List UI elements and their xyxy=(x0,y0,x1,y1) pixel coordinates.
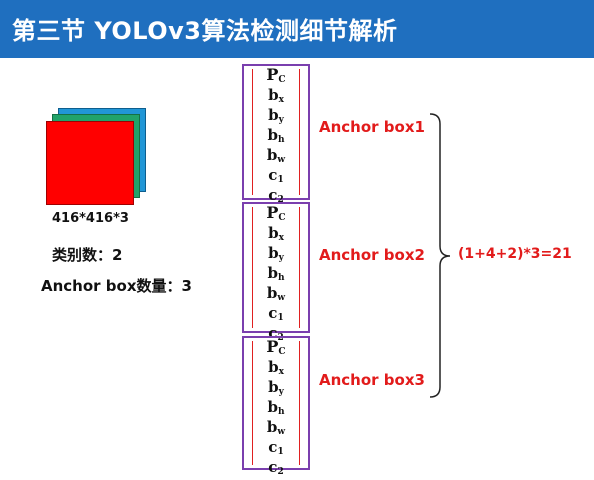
vector-element: bw xyxy=(267,420,285,440)
vector-element: by xyxy=(268,380,284,400)
anchor-box-2-label: Anchor box2 xyxy=(319,246,425,264)
vector-element-subscript: C xyxy=(278,213,286,223)
anchor-box-1-label: Anchor box1 xyxy=(319,118,425,136)
anchor-count-label: Anchor box数量：3 xyxy=(41,277,192,295)
vector-element: bh xyxy=(267,400,284,420)
vector-element-subscript: x xyxy=(278,367,284,377)
vector-element-base: c xyxy=(268,458,278,476)
vector-element: bh xyxy=(267,128,284,148)
vector-element: bx xyxy=(268,88,284,108)
vector-element-base: P xyxy=(266,203,279,222)
vector-element: c2 xyxy=(268,460,283,480)
vector-element: c1 xyxy=(268,440,283,460)
vector-element: bx xyxy=(268,360,284,380)
vector-element-base: b xyxy=(266,146,278,164)
vector-element-base: P xyxy=(266,337,279,356)
vector-element-base: b xyxy=(266,284,278,302)
vector-element-base: b xyxy=(268,86,279,104)
vector-element-subscript: y xyxy=(278,253,284,263)
vector-element-base: b xyxy=(268,224,279,242)
vector-bracket xyxy=(252,69,300,195)
vector-element-base: b xyxy=(268,378,279,396)
vector-element-base: b xyxy=(267,126,278,144)
vector-element-subscript: 1 xyxy=(277,447,284,457)
formula-text: (1+4+2)*3=21 xyxy=(458,246,572,262)
anchor-box-3-label: Anchor box3 xyxy=(319,371,425,389)
vector-element-base: c xyxy=(268,324,278,342)
input-size-label: 416*416*3 xyxy=(52,211,129,226)
slide-title: 第三节 YOLOv3算法检测细节解析 xyxy=(12,17,398,45)
vector-element-base: b xyxy=(268,358,279,376)
vector-element-base: c xyxy=(268,166,278,184)
vector-element-subscript: y xyxy=(278,387,284,397)
vector-element-subscript: C xyxy=(278,75,286,85)
input-layer-red xyxy=(46,121,134,205)
vector-element-base: c xyxy=(268,438,278,456)
vector-element-subscript: h xyxy=(277,273,285,283)
vector-element-subscript: 1 xyxy=(277,175,284,185)
vector-element-base: c xyxy=(268,186,278,204)
vector-element-subscript: w xyxy=(277,293,286,303)
vector-element-subscript: 2 xyxy=(277,333,284,343)
vector-element-base: b xyxy=(267,398,278,416)
vector-element-subscript: h xyxy=(277,135,285,145)
vector-element: bw xyxy=(267,286,285,306)
vector-element-subscript: h xyxy=(277,407,285,417)
vector-element-subscript: 2 xyxy=(277,195,284,205)
vector-element-base: b xyxy=(267,264,278,282)
vector-element: PC xyxy=(266,67,285,88)
vector-element: c2 xyxy=(268,188,283,208)
vector-element: c2 xyxy=(268,326,283,346)
vector-element: PC xyxy=(266,205,285,226)
vector-element: by xyxy=(268,246,284,266)
vector-element-base: b xyxy=(268,106,279,124)
vector-element-base: c xyxy=(268,304,278,322)
curly-brace-path xyxy=(429,113,451,398)
vector-element-subscript: x xyxy=(278,233,284,243)
vector-element-subscript: 2 xyxy=(277,467,284,477)
vector-element: c1 xyxy=(268,306,283,326)
vector-element: c1 xyxy=(268,168,283,188)
vector-element-subscript: w xyxy=(277,155,286,165)
vector-element: bx xyxy=(268,226,284,246)
vector-element-subscript: 1 xyxy=(277,313,284,323)
vector-element-subscript: w xyxy=(277,427,286,437)
slide-header: 第三节 YOLOv3算法检测细节解析 xyxy=(0,0,594,58)
vector-element: by xyxy=(268,108,284,128)
vector-element-base: P xyxy=(266,65,279,84)
vector-element: bh xyxy=(267,266,284,286)
vector-element-subscript: C xyxy=(278,347,286,357)
vector-element-base: b xyxy=(268,244,279,262)
vector-element: PC xyxy=(266,339,285,360)
vector-element-subscript: y xyxy=(278,115,284,125)
class-count-label: 类别数：2 xyxy=(52,246,123,264)
vector-element-subscript: x xyxy=(278,95,284,105)
vector-bracket xyxy=(252,207,300,328)
vector-element: bw xyxy=(267,148,285,168)
vector-element-base: b xyxy=(266,418,278,436)
vector-bracket xyxy=(252,341,300,465)
